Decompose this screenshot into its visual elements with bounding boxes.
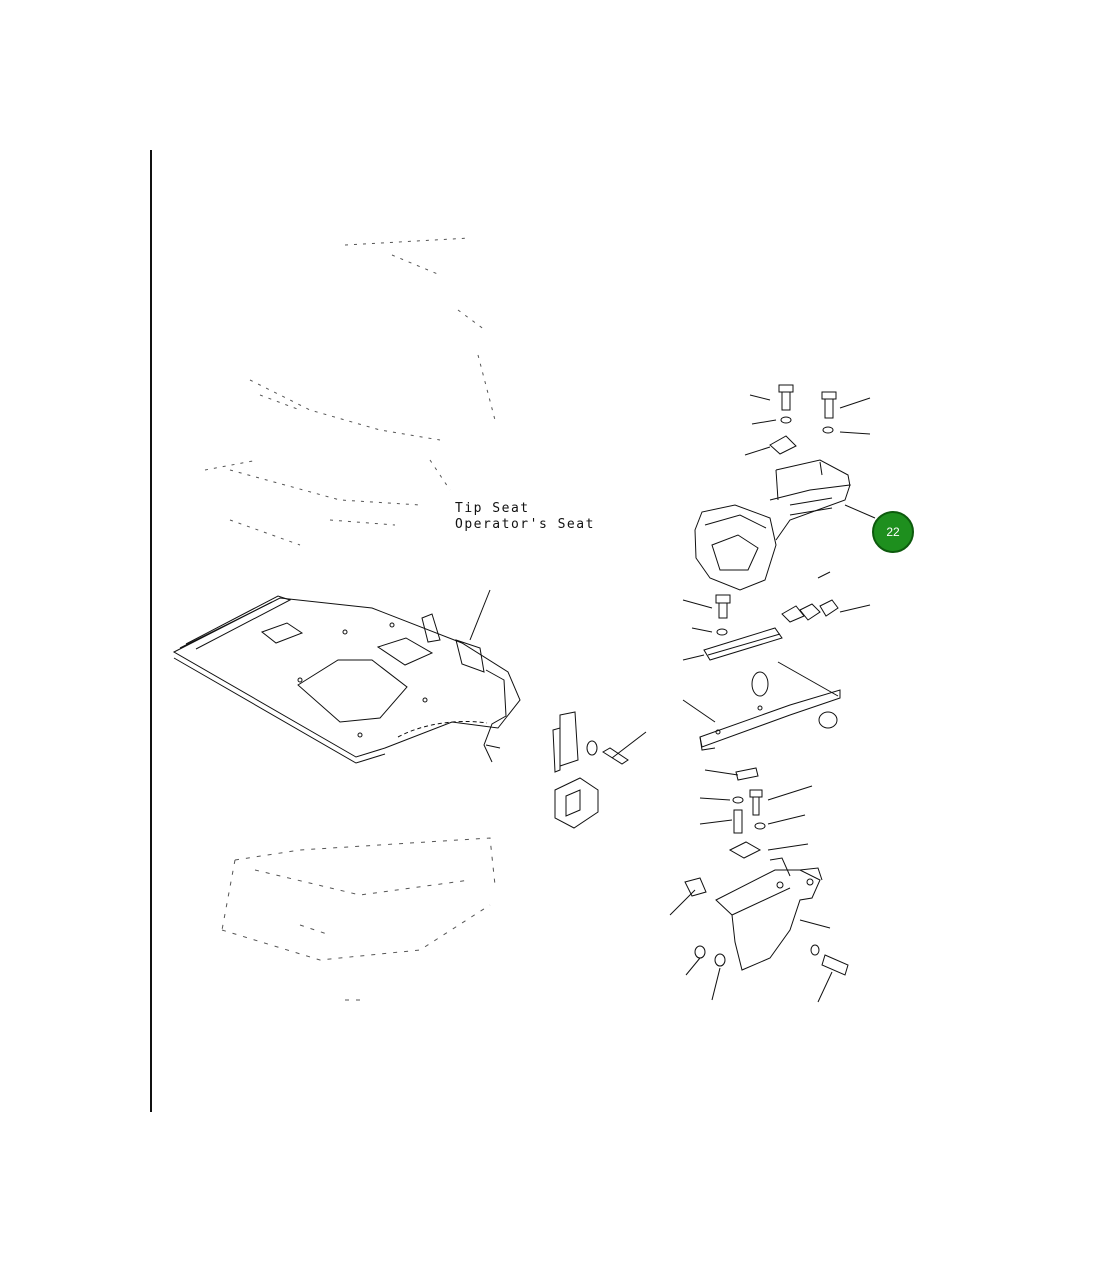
suspension-housing — [694, 459, 851, 591]
seat-mounting-plate — [172, 595, 521, 764]
hinge-bracket-upper — [552, 711, 579, 773]
seat-outline-faint — [204, 237, 496, 546]
hardware-set-middle — [682, 571, 871, 661]
hardware-set-lower — [699, 767, 813, 859]
hinge-bracket-lower — [554, 777, 599, 829]
seat-label-line2: Operator's Seat — [455, 517, 595, 532]
base-bracket — [669, 857, 849, 1003]
bolt-washer-middle — [586, 731, 647, 765]
callout-22-badge[interactable]: 22 — [872, 511, 914, 553]
leader-line — [844, 504, 876, 519]
seat-label-line1: Tip Seat — [455, 501, 530, 516]
leader-line — [469, 589, 491, 641]
slide-rail-assembly — [682, 661, 841, 751]
seat-label: Tip Seat Operator's Seat — [455, 501, 595, 533]
lower-tray-faint — [221, 837, 496, 1001]
leader-line — [397, 720, 488, 738]
bolt-set-top — [744, 384, 871, 456]
